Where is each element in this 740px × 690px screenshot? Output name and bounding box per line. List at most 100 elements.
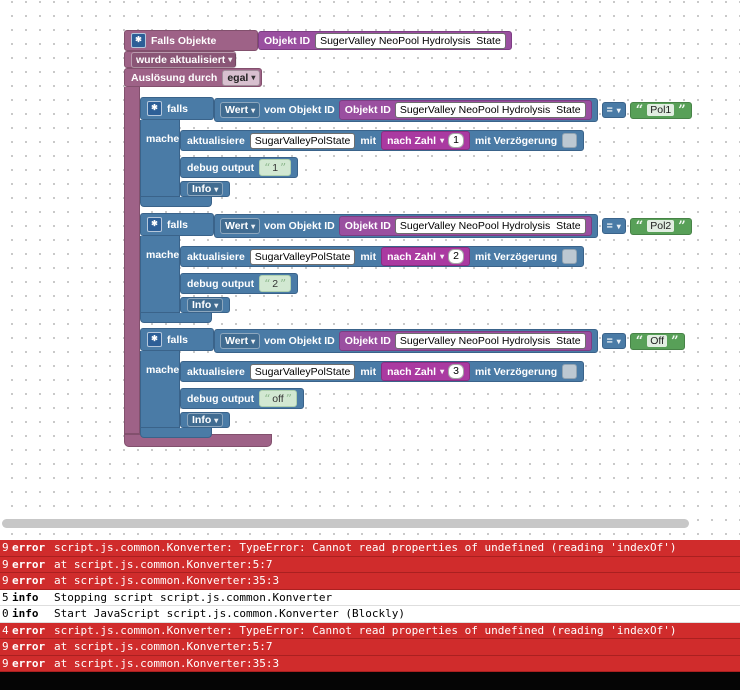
if-block-bottom[interactable] [140,428,212,438]
log-time: 9 [2,557,9,571]
string-value-field[interactable]: Pol2 [647,220,675,232]
object-id-block[interactable]: Objekt ID SugerValley NeoPool Hydrolysis… [258,31,512,50]
debug-output-block[interactable]: debug output “ off ” [180,388,304,409]
object-id-label: Objekt ID [344,104,391,116]
debug-output-block[interactable]: debug output “ 2 ” [180,273,299,294]
update-label: aktualisiere [187,250,245,263]
from-object-label: vom Objekt ID [264,335,335,347]
if-branch: ✱ falls Wert ▾ vom Objekt ID Objekt ID S… [0,213,740,325]
string-value-block[interactable]: “ Pol2 ” [629,217,692,235]
log-time: 9 [2,640,9,654]
log-message: script.js.common.Konverter: TypeError: C… [54,623,677,637]
trigger-block-spine[interactable] [124,87,140,434]
mutator-icon[interactable]: ✱ [147,101,162,116]
state-id-field[interactable]: SugarValleyPolState [249,248,356,265]
debug-text-field[interactable]: “ off ” [259,390,297,407]
log-level-dropdown[interactable]: Info ▾ [187,413,224,427]
number-field[interactable]: 3 [448,364,464,379]
horizontal-scrollbar[interactable] [2,519,689,528]
update-label: aktualisiere [187,365,245,378]
if-block-do-spine[interactable]: mache [140,236,180,313]
trigger-by-value: egal [227,71,249,84]
if-block-header[interactable]: ✱ falls [140,97,214,120]
value-of-object-block[interactable]: Wert ▾ vom Objekt ID Objekt ID SugerVall… [214,329,598,353]
comparison-operator-block[interactable]: = ▾ [601,102,626,118]
string-value-block[interactable]: “ Off ” [629,332,685,350]
log-severity: error [12,640,46,654]
mutator-icon[interactable]: ✱ [131,33,146,48]
update-state-block[interactable]: aktualisiere SugarValleyPolState mit nac… [180,361,585,382]
log-time: 9 [2,656,9,670]
mutator-icon[interactable]: ✱ [147,217,162,232]
object-id-field[interactable]: SugerValley NeoPool Hydrolysis State [394,333,586,349]
quote-open-icon: “ [635,333,644,349]
trigger-block-header[interactable]: ✱ Falls Objekte [124,30,258,51]
object-id-field[interactable]: SugerValley NeoPool Hydrolysis State [394,102,586,118]
debug-text-value: 2 [272,277,279,290]
log-severity: error [12,623,46,637]
trigger-by-row[interactable]: Auslösung durch egal ▾ [124,68,262,87]
number-field[interactable]: 1 [448,133,464,148]
value-of-object-block[interactable]: Wert ▾ vom Objekt ID Objekt ID SugerVall… [214,98,598,122]
do-label: mache [146,364,180,376]
quote-close-icon: ” [280,276,287,291]
string-value-block[interactable]: “ Pol1 ” [629,101,692,119]
log-panel: 9 error script.js.common.Konverter: Type… [0,540,740,672]
if-label: falls [167,102,189,115]
log-severity: error [12,574,46,588]
delay-checkbox[interactable] [562,249,578,264]
update-state-block[interactable]: aktualisiere SugarValleyPolState mit nac… [180,130,585,151]
chevron-down-icon: ▾ [616,105,621,115]
string-value-field[interactable]: Pol1 [647,104,675,116]
log-row: 5 info Stopping script script.js.common.… [0,589,740,606]
number-field[interactable]: 2 [448,249,464,264]
convert-to-number-block[interactable]: nach Zahl ▾ 2 [381,247,470,266]
object-id-field[interactable]: SugerValley NeoPool Hydrolysis State [315,32,506,49]
delay-checkbox[interactable] [562,364,578,379]
log-level-dropdown[interactable]: Info ▾ [187,298,224,312]
chevron-down-icon: ▾ [214,300,219,310]
comparison-operator-block[interactable]: = ▾ [601,333,626,349]
value-type-dropdown[interactable]: Wert ▾ [220,333,261,349]
log-level-block[interactable]: Info ▾ [180,412,231,428]
log-severity: error [12,656,46,670]
value-type-dropdown[interactable]: Wert ▾ [220,218,261,234]
log-level-block[interactable]: Info ▾ [180,181,231,197]
debug-output-block[interactable]: debug output “ 1 ” [180,157,299,178]
to-number-label: nach Zahl [387,250,437,263]
blockly-workspace[interactable]: ✱ Falls Objekte Objekt ID SugerValley Ne… [0,0,740,540]
object-id-block[interactable]: Objekt ID SugerValley NeoPool Hydrolysis… [338,331,592,351]
object-id-block[interactable]: Objekt ID SugerValley NeoPool Hydrolysis… [338,100,592,120]
with-delay-label: mit Verzögerung [474,250,558,263]
quote-close-icon: ” [678,218,686,234]
chevron-down-icon: ▾ [228,55,233,64]
debug-text-field[interactable]: “ 2 ” [259,275,292,292]
log-message: at script.js.common.Konverter:5:7 [54,557,273,571]
chevron-down-icon: ▾ [440,136,445,145]
state-id-field[interactable]: SugarValleyPolState [249,132,356,149]
if-block-bottom[interactable] [140,313,212,323]
if-block-do-spine[interactable]: mache [140,120,180,197]
trigger-by-dropdown[interactable]: egal ▾ [222,69,261,86]
if-block-header[interactable]: ✱ falls [140,328,214,351]
mutator-icon[interactable]: ✱ [147,332,162,347]
state-id-field[interactable]: SugarValleyPolState [249,363,356,380]
object-id-block[interactable]: Objekt ID SugerValley NeoPool Hydrolysis… [338,216,592,236]
update-state-block[interactable]: aktualisiere SugarValleyPolState mit nac… [180,246,585,267]
value-of-object-block[interactable]: Wert ▾ vom Objekt ID Objekt ID SugerVall… [214,214,598,238]
log-level-block[interactable]: Info ▾ [180,297,231,313]
object-id-field[interactable]: SugerValley NeoPool Hydrolysis State [394,218,586,234]
value-type-dropdown[interactable]: Wert ▾ [220,102,261,118]
comparison-operator-block[interactable]: = ▾ [601,218,626,234]
trigger-updated-row[interactable]: wurde aktualisiert ▾ [124,51,238,68]
debug-text-field[interactable]: “ 1 ” [259,159,292,176]
string-value-field[interactable]: Off [647,335,668,347]
updated-mode-dropdown[interactable]: wurde aktualisiert ▾ [131,51,238,68]
if-block-header[interactable]: ✱ falls [140,213,214,236]
log-level-dropdown[interactable]: Info ▾ [187,182,224,196]
convert-to-number-block[interactable]: nach Zahl ▾ 1 [381,131,470,150]
if-block-do-spine[interactable]: mache [140,351,180,428]
if-block-bottom[interactable] [140,197,212,207]
convert-to-number-block[interactable]: nach Zahl ▾ 3 [381,362,470,381]
delay-checkbox[interactable] [562,133,578,148]
